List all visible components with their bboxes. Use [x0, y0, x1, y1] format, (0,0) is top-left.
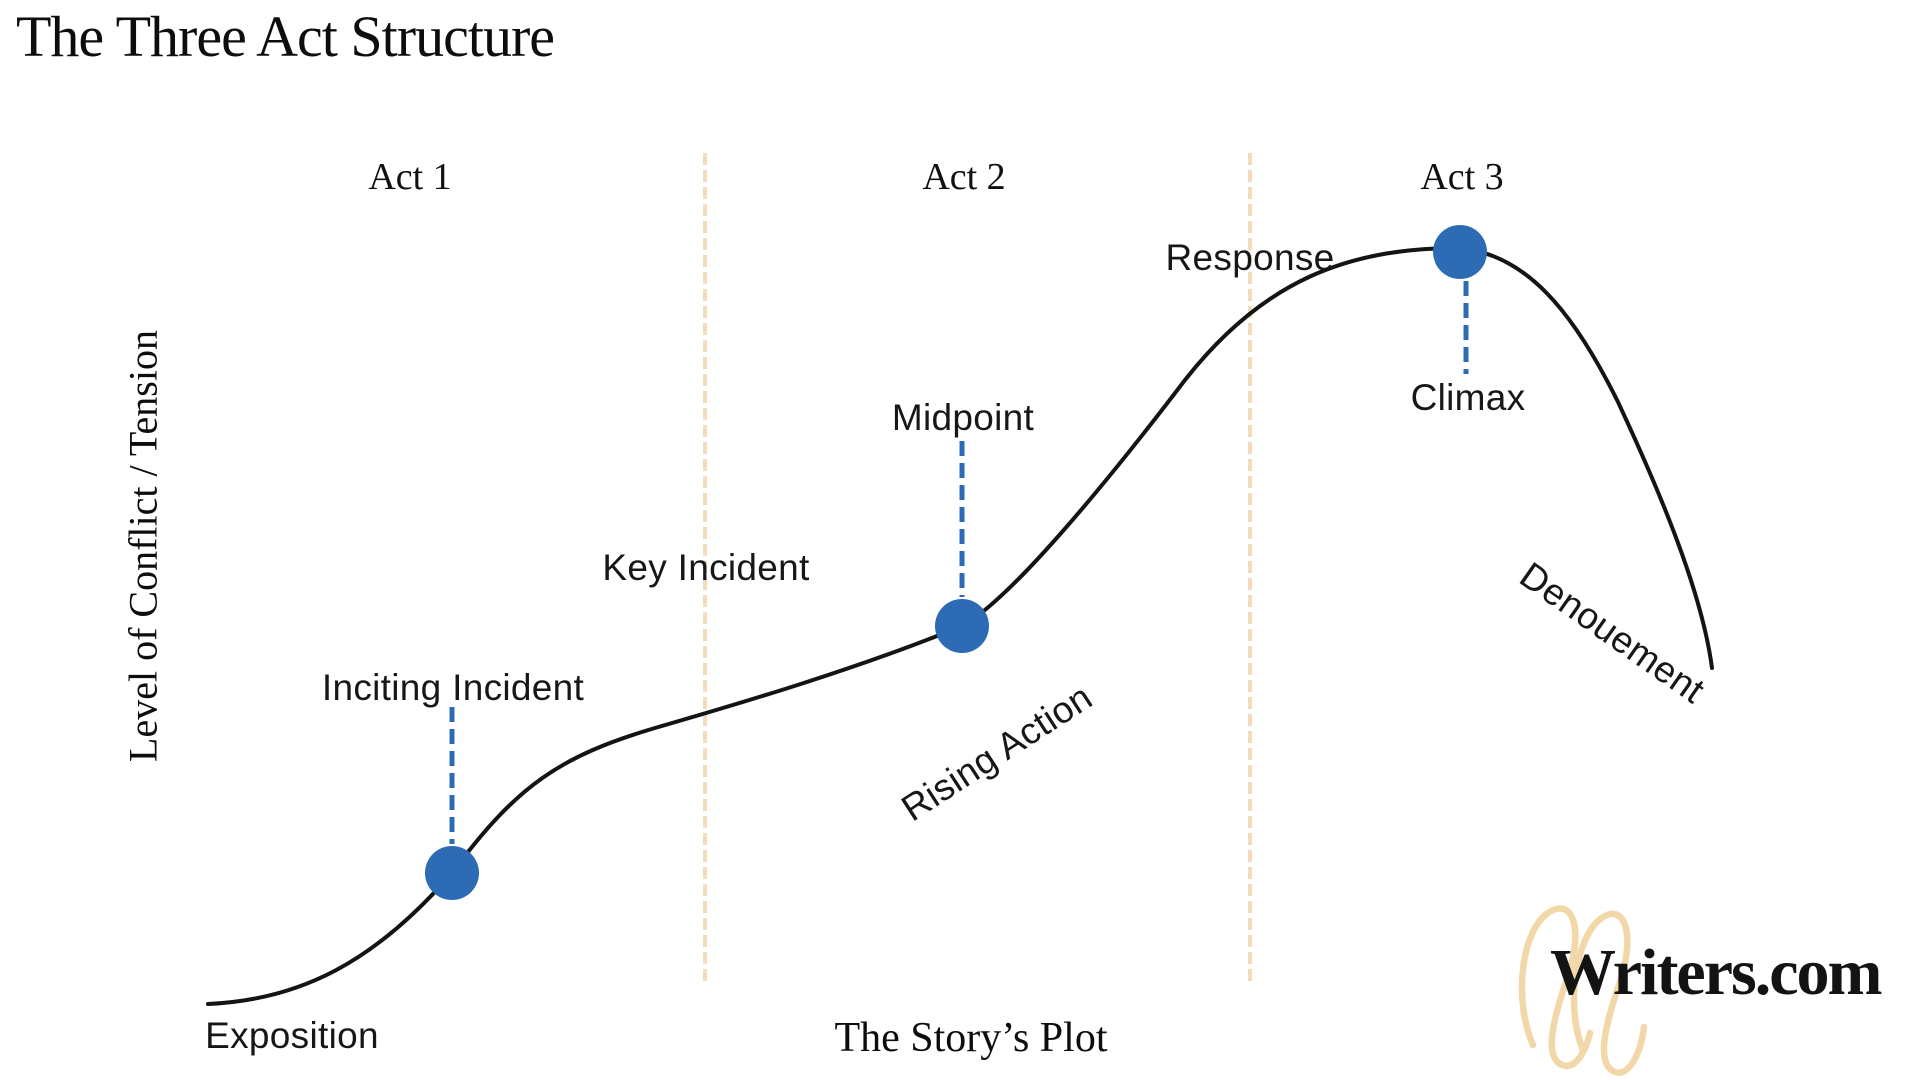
act-1-label: Act 1	[368, 156, 452, 198]
logo-flourish-icon	[1518, 905, 1648, 1076]
inciting-incident-point	[425, 846, 479, 900]
response-label: Response	[1165, 237, 1335, 278]
writers-com-logo: Writers.com	[1495, 893, 1915, 1078]
exposition-label: Exposition	[205, 1015, 379, 1056]
climax-label: Climax	[1410, 377, 1526, 418]
key-incident-label: Key Incident	[602, 547, 810, 588]
climax-point	[1433, 225, 1487, 279]
logo-wordmark: Writers.com	[1550, 936, 1882, 1009]
act-2-label: Act 2	[922, 156, 1006, 198]
act-3-label: Act 3	[1420, 156, 1504, 198]
x-axis-label: The Story’s Plot	[834, 1015, 1108, 1061]
midpoint-point	[935, 599, 989, 653]
midpoint-label: Midpoint	[891, 397, 1035, 438]
page-title: The Three Act Structure	[16, 4, 555, 69]
story-arc-curve	[206, 245, 1714, 1006]
inciting-incident-label: Inciting Incident	[321, 667, 585, 708]
